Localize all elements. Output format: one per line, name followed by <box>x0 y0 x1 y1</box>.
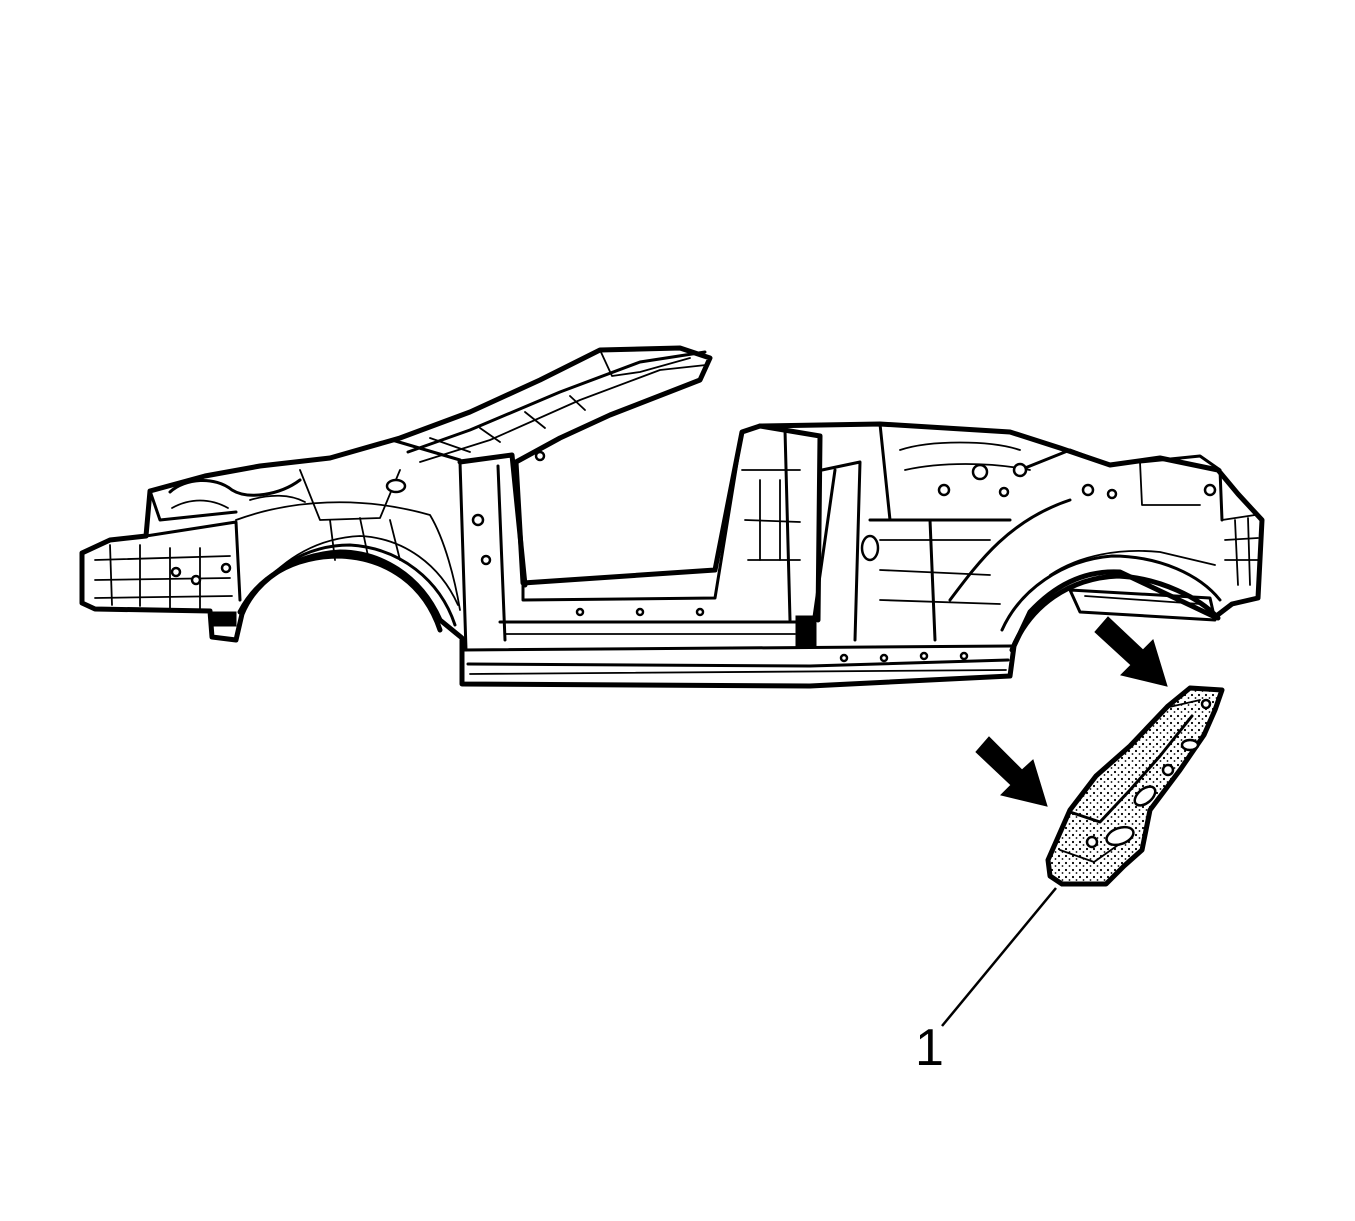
vehicle-body-frame <box>79 345 1265 689</box>
callout-1-leader-line <box>941 887 1057 1027</box>
arrow-right-down-icon <box>1094 616 1168 687</box>
callout-1-label: 1 <box>915 1019 944 1077</box>
arrow-right-down-icon <box>975 736 1048 807</box>
part-1-reinforcement-panel <box>1045 685 1225 887</box>
